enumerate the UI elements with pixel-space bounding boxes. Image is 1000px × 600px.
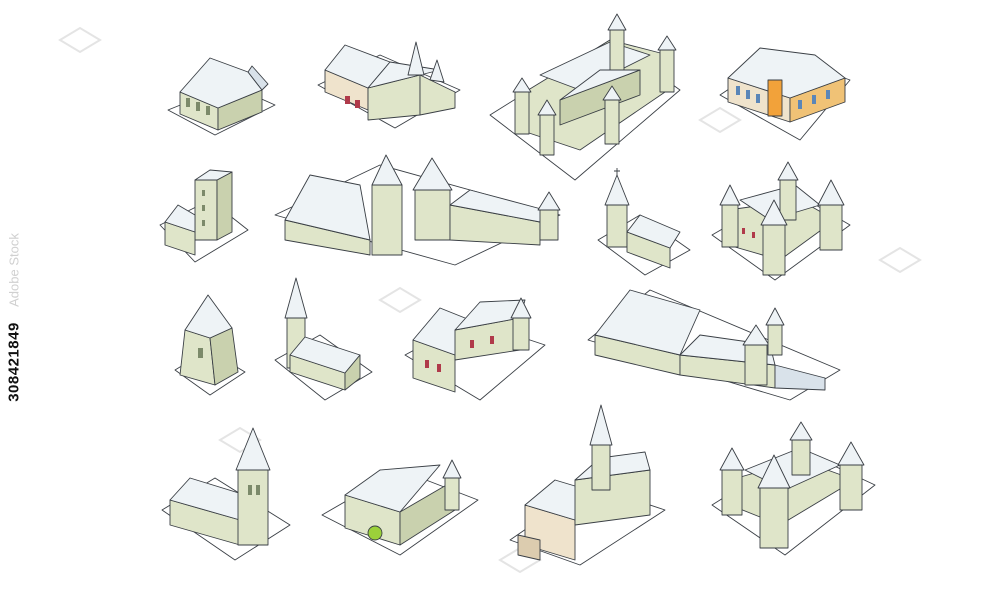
building-villa-with-bay-window: [719, 47, 851, 141]
building-farmhouse-with-tree: [321, 459, 479, 556]
watermark-brand: Adobe Stock: [6, 233, 22, 307]
building-four-tower-castle: [711, 421, 876, 556]
stock-image-id: 308421849: [5, 322, 23, 402]
building-l-shaped-chateau: [404, 297, 546, 401]
building-round-tower-castle: [711, 161, 851, 281]
building-abbey: [509, 404, 666, 566]
building-small-chapel: [597, 168, 691, 276]
building-long-manor-complex: [587, 289, 841, 401]
building-square-tower-house: [159, 169, 249, 263]
building-manor-with-turrets: [317, 41, 461, 129]
building-steeple-church: [274, 277, 373, 401]
building-gothic-church: [161, 427, 291, 561]
building-small-manor-house: [167, 57, 276, 136]
building-large-chateau: [274, 154, 561, 266]
building-bell-tower: [174, 294, 246, 396]
building-walled-castle: [489, 13, 681, 181]
